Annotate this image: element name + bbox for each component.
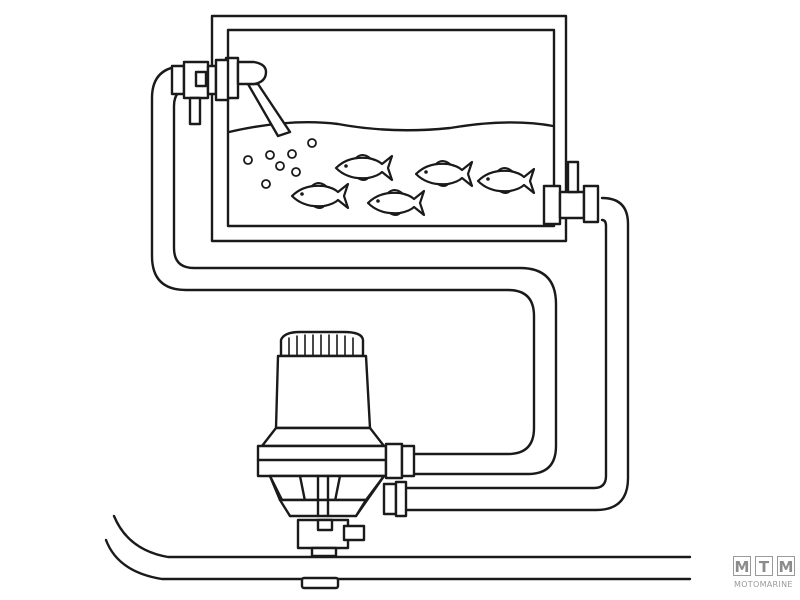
pump-icon: [256, 330, 416, 558]
logo-letter: M: [777, 556, 795, 576]
outlet-hose: [150, 64, 558, 476]
brand-logo: M T M MOTOMARINE: [733, 556, 797, 596]
bubble-icon: [265, 150, 275, 160]
water-surface: [227, 121, 555, 134]
air-bubbles: [243, 138, 317, 189]
logo-wordmark: MOTOMARINE: [734, 580, 793, 589]
bubble-icon: [275, 161, 285, 171]
bubble-icon: [287, 149, 297, 159]
intake-hose: [402, 196, 630, 512]
boat-hull: [104, 514, 692, 581]
bubble-icon: [243, 155, 253, 165]
logo-letter: T: [755, 556, 773, 576]
bubble-icon: [261, 179, 271, 189]
thru-hull-fitting: [300, 576, 340, 590]
pump-cap: [279, 330, 365, 358]
valve-icon[interactable]: [188, 70, 208, 126]
bubble-icon: [291, 167, 301, 177]
logo-letter: M: [733, 556, 751, 576]
valve-icon[interactable]: [566, 160, 580, 194]
drain-fitting: [542, 184, 600, 226]
bubble-icon: [307, 138, 317, 148]
